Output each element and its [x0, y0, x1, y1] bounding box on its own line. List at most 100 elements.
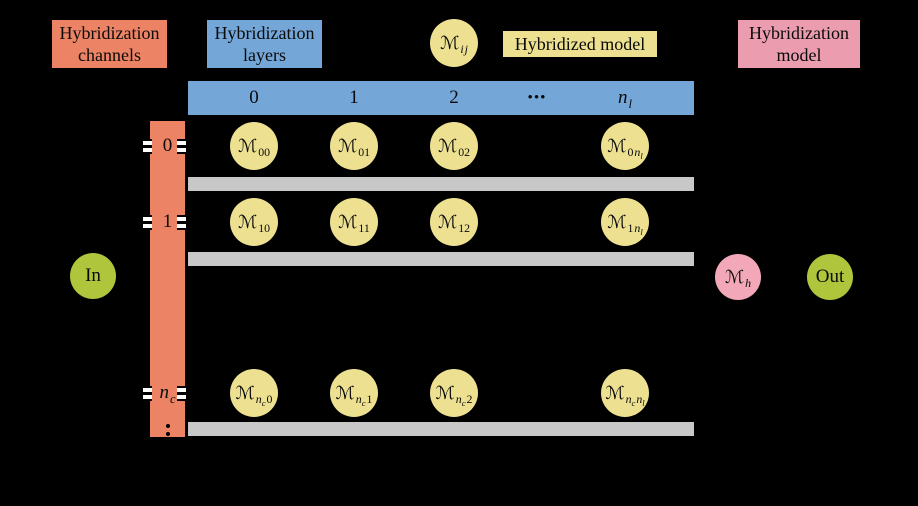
label-segment: ℳ	[237, 135, 258, 157]
label-segment: n	[636, 392, 643, 406]
math-label: nc	[159, 382, 175, 405]
layer-index-0: 0	[249, 87, 259, 109]
model-node-nc0: ℳnc0	[230, 369, 278, 417]
model-node-0nl: ℳ0nl	[601, 122, 649, 170]
math-label: ℳnc2	[435, 382, 473, 407]
hybridization-model-legend-box: Hybridization model	[738, 20, 860, 68]
label-segment: ℳ	[440, 32, 460, 54]
label-segment: j	[464, 42, 468, 56]
label-segment: ℳ	[437, 211, 458, 233]
channels-legend-box: Hybridization channels	[52, 20, 167, 68]
label-segment: c	[169, 391, 176, 406]
label-segment: ℳ	[724, 266, 745, 288]
layer-index-bar: 0 1 2 ••• nl	[188, 81, 694, 115]
math-label: ℳnc1	[335, 382, 373, 407]
label-segment: i	[460, 42, 464, 56]
label-segment: ℳ	[237, 211, 258, 233]
label-segment: ℳ	[235, 382, 255, 404]
math-label: ℳh	[724, 266, 751, 289]
stack-bar-2	[188, 422, 694, 436]
label-segment: n	[634, 145, 641, 159]
label-segment: ℳ	[607, 211, 627, 233]
model-node-12: ℳ12	[430, 198, 478, 246]
model-node-01: ℳ01	[330, 122, 378, 170]
channel-index-0: 0	[163, 135, 173, 157]
label-segment: n	[634, 221, 641, 235]
label-segment: n	[455, 392, 462, 406]
math-label: ℳ0nl	[607, 135, 643, 160]
math-label: ℳ02	[437, 135, 471, 159]
layer-index-2: 2	[449, 87, 459, 109]
math-label: ℳncnl	[605, 384, 644, 407]
label-segment: 1	[366, 392, 373, 406]
model-node-1nl: ℳ1nl	[601, 198, 649, 246]
channel-index-1-port-left	[143, 215, 152, 230]
math-label: ℳij	[440, 32, 468, 56]
label-segment: n	[159, 382, 169, 403]
label-segment: 2	[449, 87, 459, 108]
label-segment: 00	[258, 145, 271, 159]
label-segment: 0	[266, 392, 273, 406]
math-label: 0	[249, 88, 259, 107]
model-ij-node: ℳij	[430, 19, 478, 67]
label-segment: 2	[466, 392, 473, 406]
label-segment: n	[625, 392, 632, 406]
channels-legend-line2: channels	[78, 45, 141, 65]
label-segment: n	[618, 87, 628, 108]
label-segment: 1	[349, 87, 359, 108]
label-segment: ℳ	[435, 382, 455, 404]
label-segment: 11	[358, 221, 370, 235]
hybrid-model-node: ℳh	[715, 254, 761, 300]
model-node-ncnl: ℳncnl	[601, 369, 649, 417]
channel-index-0-port-left	[143, 139, 152, 154]
channel-ellipsis-dots	[165, 424, 170, 444]
label-segment: ℳ	[437, 135, 458, 157]
channel-index-1: 1	[163, 211, 173, 233]
label-segment: l	[642, 397, 645, 408]
label-segment: •••	[527, 88, 547, 106]
label-segment: ℳ	[337, 135, 358, 157]
math-label: ℳ12	[437, 211, 471, 235]
model-node-00: ℳ00	[230, 122, 278, 170]
label-segment: 12	[458, 221, 471, 235]
input-node: In	[70, 253, 116, 299]
layers-legend-line1: Hybridization	[214, 23, 315, 43]
stack-bar-1	[188, 252, 694, 266]
math-label: nl	[618, 87, 632, 110]
math-label: ℳnc0	[235, 382, 273, 407]
label-segment: 02	[458, 145, 471, 159]
label-segment: n	[355, 392, 362, 406]
math-label: •••	[528, 88, 547, 107]
layer-index-nl: nl	[618, 87, 632, 110]
channels-legend-line1: Hybridization	[59, 23, 160, 43]
math-label: ℳ1nl	[607, 211, 643, 236]
stack-bar-0	[188, 177, 694, 191]
label-segment: c	[361, 397, 366, 408]
layer-ellipsis: •••	[528, 87, 547, 109]
math-label: 1	[163, 212, 173, 231]
label-segment: 1	[162, 211, 173, 232]
label-segment: 10	[258, 221, 271, 235]
math-label: 1	[349, 88, 359, 107]
label-segment: ℳ	[607, 135, 627, 157]
label-segment: l	[640, 226, 643, 237]
channel-index-1-port-right	[177, 215, 186, 230]
model-node-nc2: ℳnc2	[430, 369, 478, 417]
math-label: ℳ01	[337, 135, 370, 158]
channel-index-0-port-right	[177, 139, 186, 154]
hybridization-model-legend-line1: Hybridization	[749, 23, 849, 43]
math-label: ℳ00	[237, 135, 271, 159]
model-node-11: ℳ11	[330, 198, 378, 246]
label-segment: ℳ	[335, 382, 355, 404]
label-segment: 0	[162, 135, 173, 156]
channel-index-nc-port-right	[177, 386, 186, 401]
label-segment: 0	[627, 145, 634, 159]
label-segment: c	[461, 397, 466, 408]
label-segment: l	[628, 96, 632, 111]
model-node-nc1: ℳnc1	[330, 369, 378, 417]
math-label: 2	[449, 88, 459, 107]
layer-index-1: 1	[349, 87, 359, 109]
label-segment: n	[255, 392, 262, 406]
layers-legend-line2: layers	[243, 45, 286, 65]
